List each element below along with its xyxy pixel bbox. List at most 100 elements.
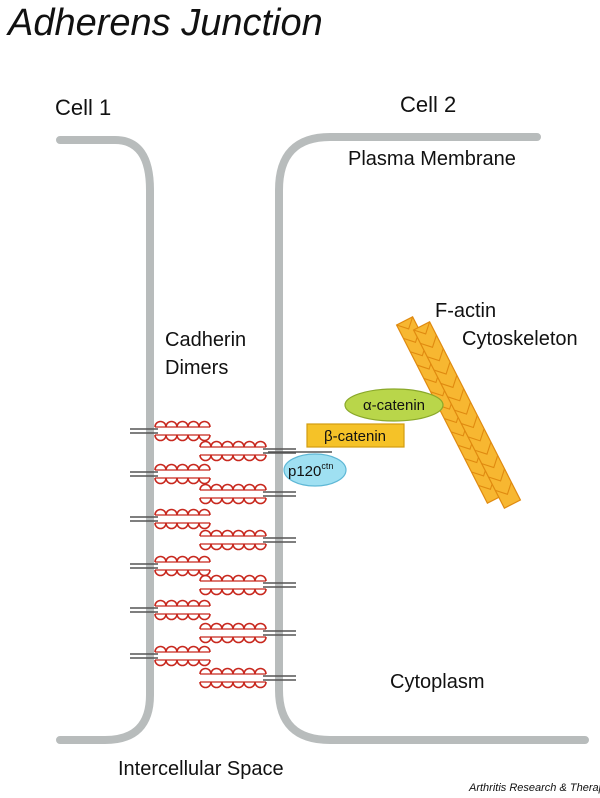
diagram-title: Adherens Junction xyxy=(8,2,323,44)
cadherin-domain xyxy=(199,622,212,630)
cadherin-domain xyxy=(232,497,245,505)
cadherin-domain xyxy=(154,569,167,577)
cadherin-domain xyxy=(210,497,223,505)
cadherin-dimers xyxy=(130,420,296,689)
cadherin-domain xyxy=(187,477,200,485)
cadherin-domain xyxy=(176,434,189,442)
cadherin-domain xyxy=(165,463,178,471)
cadherin-domain xyxy=(176,599,189,607)
cadherin-domain xyxy=(199,681,212,689)
cadherin-domain xyxy=(154,659,167,667)
cadherin-domain xyxy=(221,622,234,630)
cytoskeleton-label: Cytoskeleton xyxy=(462,328,578,350)
cadherin-domain xyxy=(221,529,234,537)
cell2-membrane xyxy=(275,133,589,744)
cadherin-domain xyxy=(221,440,234,448)
f-actin-label: F-actin xyxy=(435,300,497,322)
cadherin-domain xyxy=(187,420,200,428)
cadherin-domain xyxy=(165,522,178,530)
alpha-catenin-label: α-catenin xyxy=(363,397,425,414)
cadherin-domain xyxy=(254,440,267,448)
cadherin-domain xyxy=(254,529,267,537)
cadherin-domain xyxy=(199,454,212,462)
cell1-label: Cell 1 xyxy=(55,95,112,120)
beta-catenin-label: β-catenin xyxy=(324,428,386,445)
cadherin-domain xyxy=(198,434,211,442)
cadherin-domain xyxy=(221,574,234,582)
cadherin-domain xyxy=(198,463,211,471)
cadherin-domain xyxy=(243,529,256,537)
cadherin-domain xyxy=(243,543,256,551)
cadherin-domain xyxy=(254,543,267,551)
cadherin-domain xyxy=(221,543,234,551)
cadherin-domain xyxy=(199,529,212,537)
cadherin-domain xyxy=(210,454,223,462)
cadherin-domain xyxy=(221,588,234,596)
actin-filament-chevrons xyxy=(413,321,512,495)
cadherin-domain xyxy=(243,483,256,491)
cadherin-domain xyxy=(176,555,189,563)
cadherin-domain xyxy=(254,483,267,491)
cadherin-domain xyxy=(199,440,212,448)
cadherin-domain xyxy=(187,434,200,442)
cadherin-domain xyxy=(221,681,234,689)
cadherin-domain xyxy=(232,574,245,582)
cadherin-domain xyxy=(199,667,212,675)
actin-filament-chevrons xyxy=(396,316,495,490)
cadherin-domain xyxy=(254,667,267,675)
cadherin-domain xyxy=(187,522,200,530)
cadherin-domain xyxy=(221,483,234,491)
cadherin-domain xyxy=(176,645,189,653)
p120-base: p120 xyxy=(288,463,321,480)
cadherin-domain xyxy=(232,681,245,689)
cadherin-domain xyxy=(232,529,245,537)
cadherin-domain xyxy=(165,645,178,653)
cadherin-domain xyxy=(187,569,200,577)
cadherin-domain xyxy=(210,529,223,537)
p120-catenin-label: p120ctn xyxy=(288,461,333,480)
f-actin-filaments xyxy=(395,316,522,509)
cadherin-domain xyxy=(154,599,167,607)
cadherin-domain xyxy=(176,659,189,667)
beta-catenin-shape xyxy=(306,423,405,448)
cadherin-domain xyxy=(165,434,178,442)
cadherin-domain xyxy=(210,636,223,644)
cadherin-domain xyxy=(176,463,189,471)
cadherin-domain xyxy=(232,588,245,596)
actin-filament xyxy=(412,321,522,509)
cadherin-domain xyxy=(154,477,167,485)
cadherin-domain xyxy=(232,440,245,448)
cadherin-domain xyxy=(154,420,167,428)
cadherin-domain xyxy=(198,645,211,653)
cadherin-domain xyxy=(232,543,245,551)
cadherin-domain xyxy=(199,543,212,551)
cadherin-domain xyxy=(198,613,211,621)
cadherin-domain xyxy=(221,667,234,675)
cadherin-domain xyxy=(221,497,234,505)
cadherin-domain xyxy=(210,588,223,596)
cadherin-domain xyxy=(254,622,267,630)
cadherin-domain xyxy=(221,636,234,644)
cadherin-domain xyxy=(198,555,211,563)
cadherin-domain xyxy=(232,454,245,462)
cadherin-domain xyxy=(254,454,267,462)
cadherin-domain xyxy=(232,667,245,675)
cadherin-domain xyxy=(243,681,256,689)
cadherin-domain xyxy=(198,420,211,428)
cadherin-domain xyxy=(198,508,211,516)
dimers-label: Dimers xyxy=(165,357,229,379)
cadherin-domain xyxy=(198,659,211,667)
cadherin-domain xyxy=(187,508,200,516)
cadherin-domain xyxy=(187,599,200,607)
cadherin-domain xyxy=(198,522,211,530)
cadherin-domain xyxy=(176,420,189,428)
cadherin-domain xyxy=(176,508,189,516)
cadherin-domain xyxy=(165,477,178,485)
cadherin-domain xyxy=(243,636,256,644)
source-credit: Arthritis Research & Therapy xyxy=(469,782,600,794)
cadherin-domain xyxy=(176,522,189,530)
alpha-catenin-shape xyxy=(344,388,444,422)
cadherin-domain xyxy=(198,477,211,485)
cadherin-domain xyxy=(199,483,212,491)
